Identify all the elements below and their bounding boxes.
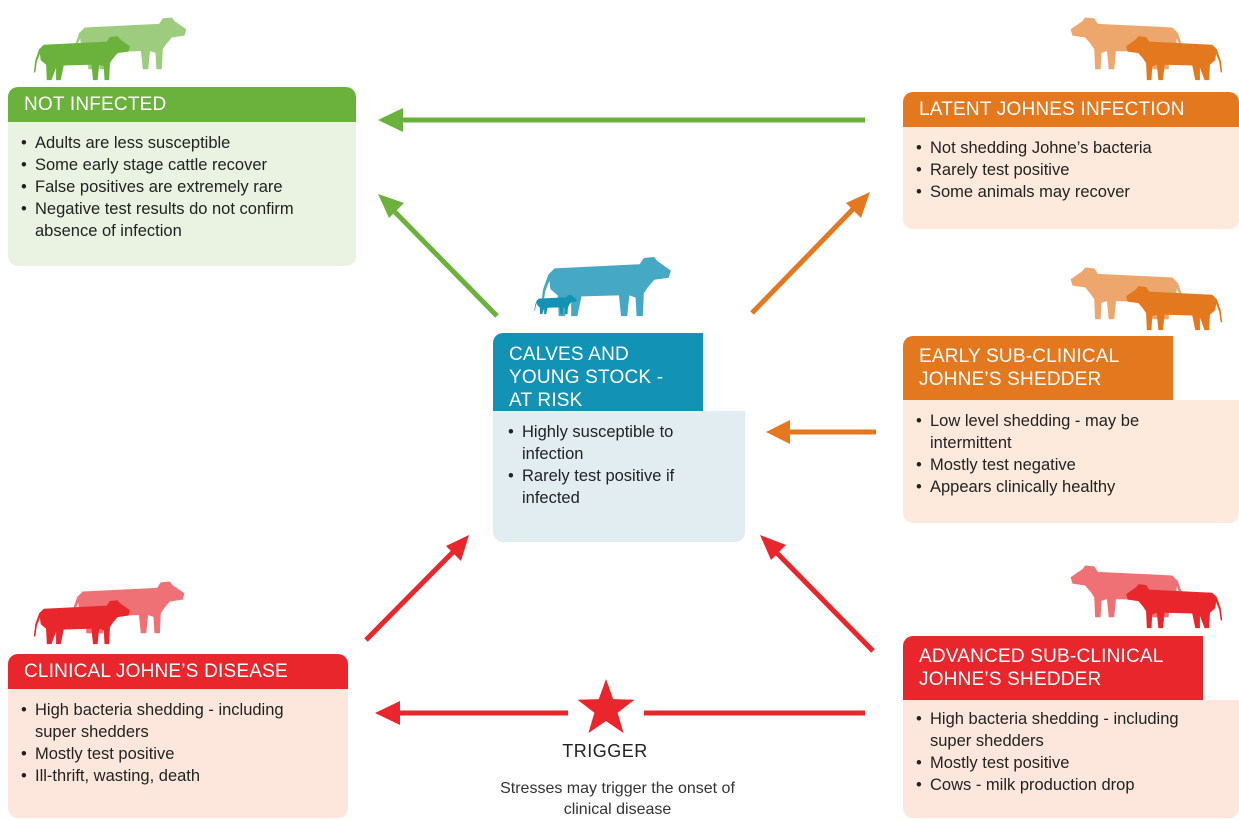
- list-item: Rarely test positive if infected: [507, 465, 707, 509]
- box-title: NOT INFECTED: [8, 87, 356, 122]
- trigger-title: TRIGGER: [562, 741, 648, 761]
- box-title: EARLY SUB-CLINICAL JOHNE’S SHEDDER: [903, 336, 1173, 400]
- arrow-calves-to-latent: [750, 192, 870, 315]
- arrow-calves-to-not-infected: [378, 194, 499, 318]
- cattle-pair-icon-latent: [1070, 17, 1223, 81]
- calves-at-risk-box: CALVES AND YOUNG STOCK - AT RISK Highly …: [493, 333, 745, 542]
- list-item: Highly susceptible to infection: [507, 421, 697, 465]
- list-item: Mostly test positive: [20, 743, 338, 765]
- cow-and-calf-icon: [534, 256, 671, 317]
- list-item: High bacteria shedding - including super…: [915, 708, 1180, 752]
- list-item: Cows - milk production drop: [915, 774, 1229, 796]
- arrow-clinical-to-calves: [364, 535, 469, 642]
- cattle-pair-icon-clinical: [33, 581, 185, 645]
- star-icon: [577, 679, 635, 734]
- list-item: Some animals may recover: [915, 181, 1229, 203]
- cattle-pair-icon-early: [1070, 267, 1223, 331]
- early-sub-clinical-box: EARLY SUB-CLINICAL JOHNE’S SHEDDER Low l…: [903, 336, 1239, 523]
- box-title: LATENT JOHNES INFECTION: [903, 92, 1239, 127]
- list-item: Negative test results do not confirm abs…: [20, 198, 305, 242]
- list-item: Ill-thrift, wasting, death: [20, 765, 338, 787]
- box-title: ADVANCED SUB-CLINICAL JOHNE’S SHEDDER: [903, 636, 1203, 700]
- box-title: CALVES AND YOUNG STOCK - AT RISK: [493, 333, 703, 411]
- list-item: Not shedding Johne’s bacteria: [915, 137, 1229, 159]
- list-item: Mostly test negative: [915, 454, 1229, 476]
- box-title: CLINICAL JOHNE’S DISEASE: [8, 654, 348, 689]
- list-item: Rarely test positive: [915, 159, 1229, 181]
- cattle-pair-icon-not-infected: [33, 17, 187, 81]
- list-item: Low level shedding - may be intermittent: [915, 410, 1210, 454]
- arrow-latent-to-not-infected: [378, 108, 865, 132]
- list-item: Some early stage cattle recover: [20, 154, 346, 176]
- cattle-pair-icon-advanced: [1070, 565, 1223, 629]
- arrow-early-to-calves: [766, 420, 876, 444]
- clinical-disease-box: CLINICAL JOHNE’S DISEASE High bacteria s…: [8, 654, 348, 818]
- list-item: Appears clinically healthy: [915, 476, 1229, 498]
- list-item: Adults are less susceptible: [20, 132, 346, 154]
- not-infected-box: NOT INFECTED Adults are less susceptible…: [8, 87, 356, 266]
- list-item: False positives are extremely rare: [20, 176, 346, 198]
- list-item: Mostly test positive: [915, 752, 1229, 774]
- trigger-description: Stresses may trigger the onset of clinic…: [500, 780, 735, 818]
- advanced-sub-clinical-box: ADVANCED SUB-CLINICAL JOHNE’S SHEDDER Hi…: [903, 636, 1239, 818]
- arrow-advanced-to-clinical: [375, 701, 865, 725]
- list-item: High bacteria shedding - including super…: [20, 699, 285, 743]
- latent-infection-box: LATENT JOHNES INFECTION Not shedding Joh…: [903, 92, 1239, 229]
- arrow-advanced-to-calves: [760, 535, 875, 653]
